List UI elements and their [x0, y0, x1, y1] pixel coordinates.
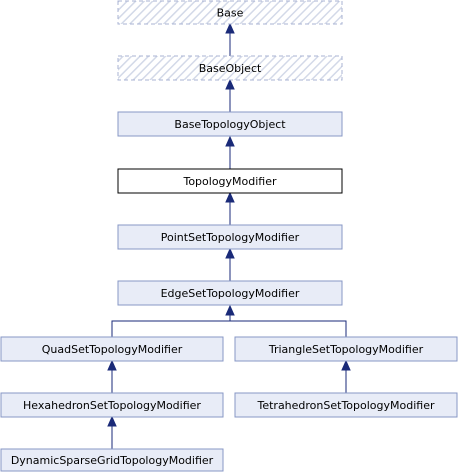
class-label-dynamicsparsegridtopologymodifier: DynamicSparseGridTopologyModifier — [11, 454, 214, 467]
class-node-baseobject[interactable]: BaseObject — [117, 55, 343, 81]
class-label-pointsettopologymodifier: PointSetTopologyModifier — [161, 231, 300, 244]
class-label-quadsettopologymodifier: QuadSetTopologyModifier — [42, 343, 183, 356]
class-node-trianglesettopologymodifier[interactable]: TriangleSetTopologyModifier — [234, 336, 458, 362]
edge-triangleset-to-edgeset — [230, 320, 347, 337]
arrowhead-pointset — [225, 247, 235, 259]
arrowhead-edgeset — [225, 304, 235, 316]
class-label-topologymodifier: TopologyModifier — [182, 175, 277, 188]
class-node-quadsettopologymodifier[interactable]: QuadSetTopologyModifier — [0, 336, 224, 362]
inheritance-edges — [111, 30, 347, 449]
inheritance-arrowheads — [107, 22, 351, 427]
class-node-pointsettopologymodifier[interactable]: PointSetTopologyModifier — [117, 224, 343, 250]
arrowhead-baseobject — [225, 78, 235, 90]
class-label-edgesettopologymodifier: EdgeSetTopologyModifier — [161, 287, 300, 300]
arrowhead-basetopologyobject — [225, 135, 235, 147]
class-node-base[interactable]: Base — [117, 0, 343, 25]
arrowhead-quadset — [107, 359, 117, 371]
class-node-topologymodifier[interactable]: TopologyModifier — [117, 168, 343, 194]
class-label-base: Base — [217, 7, 244, 20]
class-node-hexahedronsettopologymodifier[interactable]: HexahedronSetTopologyModifier — [0, 392, 224, 418]
arrowhead-base — [225, 22, 235, 34]
arrowhead-hexahedronset — [107, 415, 117, 427]
class-node-tetrahedronsettopologymodifier[interactable]: TetrahedronSetTopologyModifier — [234, 392, 458, 418]
edge-quadset-to-edgeset — [111, 312, 231, 337]
class-label-baseobject: BaseObject — [199, 62, 262, 75]
class-label-hexahedronsettopologymodifier: HexahedronSetTopologyModifier — [23, 399, 201, 412]
class-label-tetrahedronsettopologymodifier: TetrahedronSetTopologyModifier — [256, 399, 434, 412]
class-label-trianglesettopologymodifier: TriangleSetTopologyModifier — [268, 343, 424, 356]
class-node-edgesettopologymodifier[interactable]: EdgeSetTopologyModifier — [117, 280, 343, 306]
class-node-dynamicsparsegridtopologymodifier[interactable]: DynamicSparseGridTopologyModifier — [0, 448, 224, 472]
arrowhead-triangleset — [341, 359, 351, 371]
class-node-basetopologyobject[interactable]: BaseTopologyObject — [117, 111, 343, 137]
class-label-basetopologyobject: BaseTopologyObject — [174, 118, 286, 131]
arrowhead-topologymodifier — [225, 191, 235, 203]
